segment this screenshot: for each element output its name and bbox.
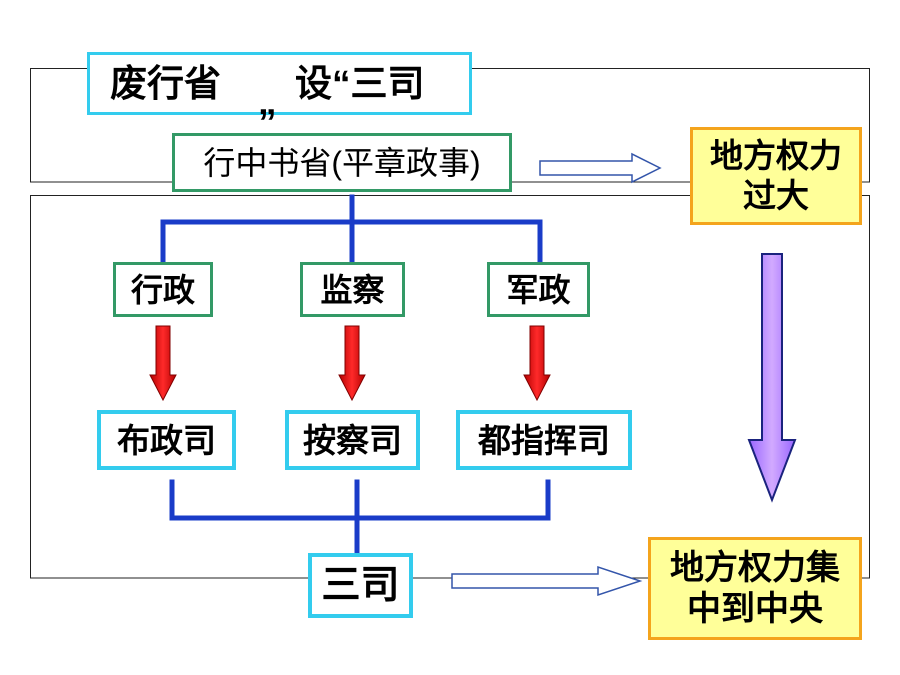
outcome-after-line-2: 中到中央 xyxy=(687,589,823,628)
red-down-arrow-right xyxy=(523,325,551,402)
red-down-arrow-left xyxy=(149,325,177,402)
office-label: 按察司 xyxy=(303,421,402,459)
branch-label: 行政 xyxy=(130,271,195,308)
branch-label: 监察 xyxy=(320,271,385,308)
branch-box-supervision: 监察 xyxy=(300,262,405,317)
province-box: 行中书省(平章政事) xyxy=(172,133,512,192)
lower-frame xyxy=(30,195,870,579)
red-down-arrow-middle xyxy=(338,325,366,402)
province-label: 行中书省(平章政事) xyxy=(203,144,481,181)
merge-connector xyxy=(169,479,551,554)
merged-label: 三司 xyxy=(321,564,400,607)
outcome-before-box: 地方权力 过大 xyxy=(690,127,862,225)
branch-label: 军政 xyxy=(506,271,571,308)
office-label: 都指挥司 xyxy=(478,421,610,459)
purple-down-arrow xyxy=(747,253,797,503)
office-box-anchasi: 按察司 xyxy=(285,410,420,470)
branch-tree-connector xyxy=(160,194,543,263)
branch-box-military: 军政 xyxy=(487,262,590,317)
office-box-buzhengsi: 布政司 xyxy=(97,410,236,470)
hollow-right-arrow-upper xyxy=(539,152,662,184)
title-closing-quote: ” xyxy=(258,102,277,143)
outcome-before-line-1: 地方权力 xyxy=(710,137,842,175)
outcome-after-box: 地方权力集 中到中央 xyxy=(648,537,862,640)
office-box-duzhihuisi: 都指挥司 xyxy=(456,410,632,470)
outcome-before-line-2: 过大 xyxy=(743,177,809,214)
office-label: 布政司 xyxy=(117,421,216,459)
title-text: 废行省 设“三司 xyxy=(110,63,425,104)
branch-box-administration: 行政 xyxy=(113,262,213,317)
title-box: 废行省 设“三司 xyxy=(87,52,472,115)
hollow-right-arrow-lower xyxy=(451,565,643,597)
outcome-after-line-1: 地方权力集 xyxy=(670,548,840,587)
merged-box: 三司 xyxy=(308,553,413,618)
